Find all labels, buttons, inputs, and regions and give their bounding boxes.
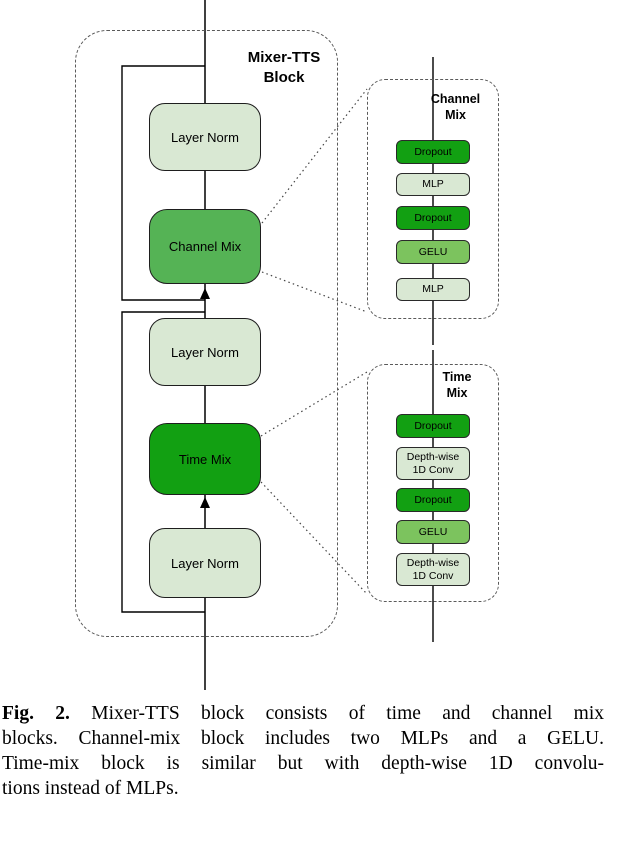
channel-dropout-block-1: Dropout	[396, 140, 470, 164]
mixer-tts-block-title: Mixer-TTS Block	[247, 49, 321, 86]
time-gelu-block: GELU	[396, 520, 470, 544]
caption-line-3: Time-mix block is similar but with depth…	[2, 753, 604, 774]
time-mix-block: Time Mix	[149, 423, 261, 495]
up-arrowhead-time-mix	[200, 497, 210, 508]
channel-mlp-block-2: MLP	[396, 278, 470, 301]
layer-norm-block-bottom: Layer Norm	[149, 528, 261, 598]
channel-mix-block: Channel Mix	[149, 209, 261, 284]
time-mix-detail-outline	[367, 364, 499, 602]
channel-dropout-block-2: Dropout	[396, 206, 470, 230]
time-depthwise-conv-block-2: Depth-wise 1D Conv	[396, 553, 470, 586]
layer-norm-block-middle: Layer Norm	[149, 318, 261, 386]
caption-fig-label: Fig. 2.	[2, 703, 70, 724]
channel-mix-detail-outline	[367, 79, 499, 319]
channel-gelu-block: GELU	[396, 240, 470, 264]
caption-line-1-text: Mixer-TTS block consists of time and cha…	[91, 703, 605, 724]
residual-loop-2	[121, 311, 205, 613]
residual-loop-1	[121, 65, 205, 301]
zoom-connector-channel-top	[261, 88, 368, 224]
caption-line-2: blocks. Channel-mix block includes two M…	[2, 728, 604, 749]
zoom-connector-time-top	[260, 371, 368, 437]
caption-line-4: tions instead of MLPs.	[2, 778, 179, 799]
mixer-tts-block-outline	[75, 30, 338, 637]
channel-mix-detail-title: Channel Mix	[430, 92, 481, 122]
time-mix-detail-title: Time Mix	[442, 370, 472, 400]
time-depthwise-conv-block-1: Depth-wise 1D Conv	[396, 447, 470, 480]
up-arrowhead-channel-mix	[200, 288, 210, 299]
channel-mlp-block-1: MLP	[396, 173, 470, 196]
time-dropout-block-2: Dropout	[396, 488, 470, 512]
time-dropout-block-1: Dropout	[396, 414, 470, 438]
caption-line-1: Fig. 2. Mixer-TTS block consists of time…	[2, 701, 604, 726]
layer-norm-block-top: Layer Norm	[149, 103, 261, 171]
figure-caption: Fig. 2. Mixer-TTS block consists of time…	[2, 701, 604, 801]
